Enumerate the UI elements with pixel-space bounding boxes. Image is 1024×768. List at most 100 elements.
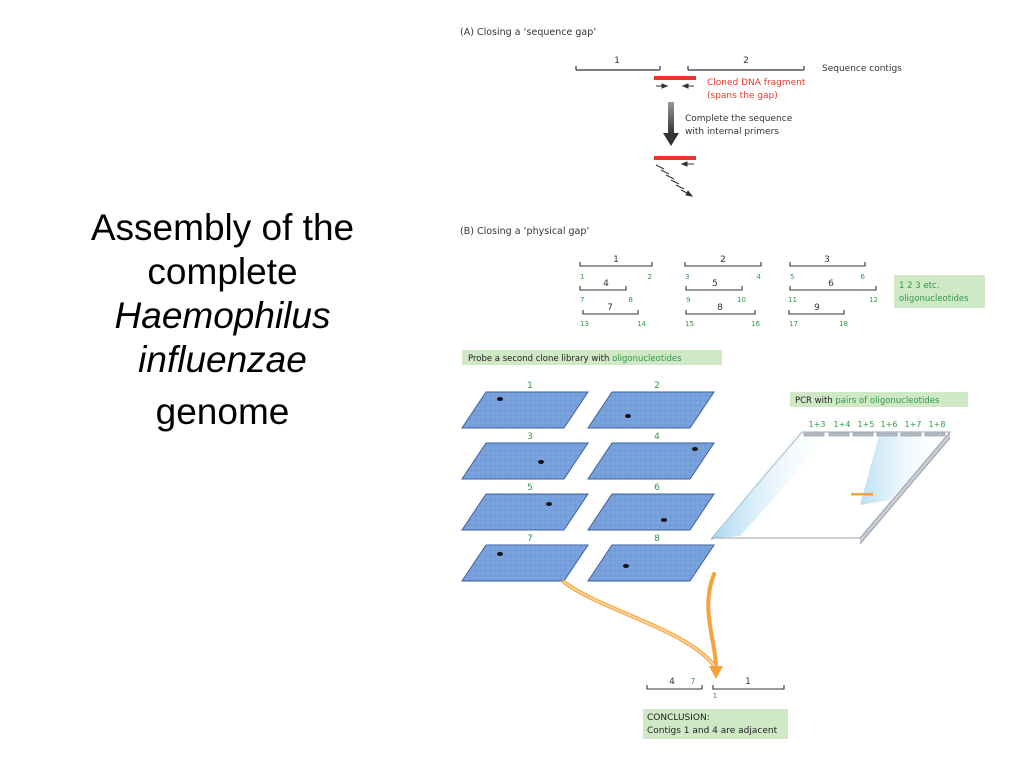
result-contig-1-label: 1 (745, 677, 751, 687)
pcr-lane-label-1: 1+3 (809, 420, 826, 429)
physical-contigs (579, 262, 877, 315)
filter-number-6: 6 (654, 483, 660, 493)
filter-number-4: 4 (654, 432, 660, 442)
legend-line-1: 1 2 3 etc. (899, 281, 939, 291)
filter-number-7: 7 (527, 534, 533, 544)
sequence-contig-1 (575, 66, 661, 71)
oligo-number-9: 9 (686, 296, 690, 304)
title-line-5: genome (155, 391, 290, 432)
pcr-lane-label-4: 1+6 (881, 420, 898, 429)
cloned-fragment-bar (654, 76, 696, 80)
contig-label-2: 2 (720, 255, 726, 265)
filter-8 (587, 544, 715, 582)
pcr-lane-label-3: 1+5 (858, 420, 875, 429)
pcr-label-prefix: PCR with (795, 396, 835, 406)
filter-1 (461, 391, 589, 429)
filter-3 (461, 442, 589, 480)
oligo-number-8: 8 (629, 296, 633, 304)
title-line-3: Haemophilus (114, 295, 331, 336)
conclusion-line-2: Contigs 1 and 4 are adjacent (647, 726, 778, 736)
step-label-line-1: Complete the sequence (685, 114, 793, 124)
oligo-number-10: 10 (737, 296, 746, 304)
filter-5 (461, 493, 589, 531)
probe-label-prefix: Probe a second clone library with (468, 354, 612, 364)
sequence-contigs-label: Sequence contigs (822, 64, 902, 74)
result-contigs (646, 685, 785, 690)
filter-number-3: 3 (527, 432, 533, 442)
panel-b-heading: (B) Closing a ‘physical gap’ (460, 226, 589, 237)
oligo-number-2: 2 (648, 273, 652, 281)
conclusion-arrow-icon (562, 572, 718, 670)
probe-label-highlight: oligonucleotides (612, 354, 682, 364)
completed-fragment-bar (654, 156, 696, 160)
conclusion-line-1: CONCLUSION: (647, 713, 710, 723)
contig-label-4: 4 (603, 279, 609, 289)
oligo-number-5: 5 (790, 273, 794, 281)
fragment-primer-arrows (656, 83, 694, 89)
pcr-gel-wells (803, 432, 946, 437)
pcr-product-band (851, 493, 873, 496)
contig-2-label: 2 (743, 56, 749, 66)
contig-label-9: 9 (814, 303, 820, 313)
result-contig-4-label: 4 (669, 677, 675, 687)
filter-number-5: 5 (527, 483, 533, 493)
fragment-label-line-1: Cloned DNA fragment (707, 78, 806, 88)
filter-number-8: 8 (654, 534, 660, 544)
contig-label-3: 3 (824, 255, 830, 265)
down-arrow-icon (663, 102, 679, 146)
contig-label-7: 7 (607, 303, 613, 313)
pcr-lane-label-6: 1+8 (929, 420, 946, 429)
fragment-label-line-2: (spans the gap) (707, 91, 778, 101)
filter-number-2: 2 (654, 381, 660, 391)
oligo-number-13: 13 (580, 320, 589, 328)
oligo-number-1: 1 (580, 273, 584, 281)
pcr-lane-label-5: 1+7 (905, 420, 922, 429)
panel-a-heading: (A) Closing a ‘sequence gap’ (460, 27, 596, 38)
oligo-number-14: 14 (637, 320, 646, 328)
legend-etc: etc. (921, 281, 940, 291)
conclusion-arrowhead-icon (709, 666, 723, 679)
sequence-contig-2 (687, 66, 805, 71)
oligo-number-7: 7 (580, 296, 584, 304)
conclusion-box (643, 709, 788, 739)
legend-numbers: 1 2 3 (899, 281, 921, 291)
result-oligo-7-label: 7 (691, 677, 696, 686)
oligo-number-11: 11 (788, 296, 797, 304)
filter-4 (587, 442, 715, 480)
filter-6 (587, 493, 715, 531)
oligo-number-12: 12 (869, 296, 878, 304)
pcr-lane-label-2: 1+4 (834, 420, 851, 429)
result-oligo-1-label: 1 (713, 692, 717, 700)
legend-line-2: oligonucleotides (899, 294, 969, 304)
step-label-line-2: with internal primers (685, 127, 779, 137)
contig-label-8: 8 (717, 303, 723, 313)
contig-label-5: 5 (712, 279, 718, 289)
oligo-number-18: 18 (839, 320, 848, 328)
pcr-gel (710, 430, 952, 545)
probe-label: Probe a second clone library with oligon… (468, 354, 682, 364)
title-line-2: complete (147, 251, 298, 292)
oligo-legend-box (894, 275, 985, 308)
contig-1-label: 1 (614, 56, 620, 66)
oligo-number-16: 16 (751, 320, 760, 328)
probe-label-box (462, 350, 722, 365)
contig-label-1: 1 (613, 255, 619, 265)
internal-primer-arrows (655, 161, 694, 197)
oligo-number-17: 17 (789, 320, 798, 328)
filter-2 (587, 391, 715, 429)
title-line-1: Assembly of the (90, 207, 355, 248)
oligo-number-15: 15 (685, 320, 694, 328)
pcr-label-box (790, 392, 968, 407)
clone-library-filters (461, 391, 715, 582)
slide-title: Assembly of the complete Haemophilus inf… (40, 206, 405, 434)
title-line-4: influenzae (138, 339, 307, 380)
oligo-number-4: 4 (757, 273, 762, 281)
pcr-label-highlight: pairs of oligonucleotides (835, 396, 940, 406)
oligo-number-6: 6 (861, 273, 866, 281)
filter-7 (461, 544, 589, 582)
filter-number-1: 1 (527, 381, 533, 391)
oligo-number-3: 3 (685, 273, 689, 281)
pcr-label: PCR with pairs of oligonucleotides (795, 396, 940, 406)
contig-label-6: 6 (828, 279, 834, 289)
